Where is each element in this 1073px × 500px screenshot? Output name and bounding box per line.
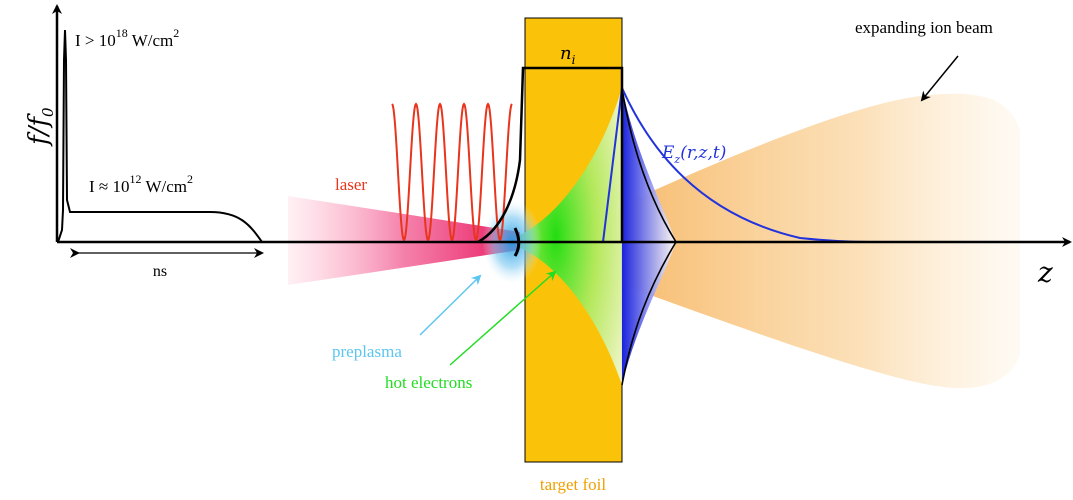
laser-wave [391,102,513,242]
hot-electrons-arrow [449,270,557,366]
density-label: ni [560,43,576,67]
field-rise-line [602,87,623,243]
pulse-profile [57,29,263,243]
peak-intensity-label: I > 1018 W/cm2 [75,26,179,50]
pedestal-intensity-label: I ≈ 1012 W/cm2 [89,172,193,196]
target-foil-label: target foil [540,475,607,494]
duration-label: ns [153,263,167,280]
preplasma-label: preplasma [332,342,402,361]
laser-label: laser [335,175,367,194]
z-axis-label: z [1037,256,1053,289]
f-axis-label: f/f0 [24,107,57,147]
ion-beam-arrow [920,55,959,102]
field-profile-fill [622,88,676,385]
preplasma-arrow [419,274,482,336]
density-profile [477,66,624,244]
ion-beam-label: expanding ion beam [855,18,993,37]
field-label: Ez(r,z,t) [661,143,726,166]
hot-electrons-region [520,88,622,385]
hot-electrons-label: hot electrons [385,373,472,392]
